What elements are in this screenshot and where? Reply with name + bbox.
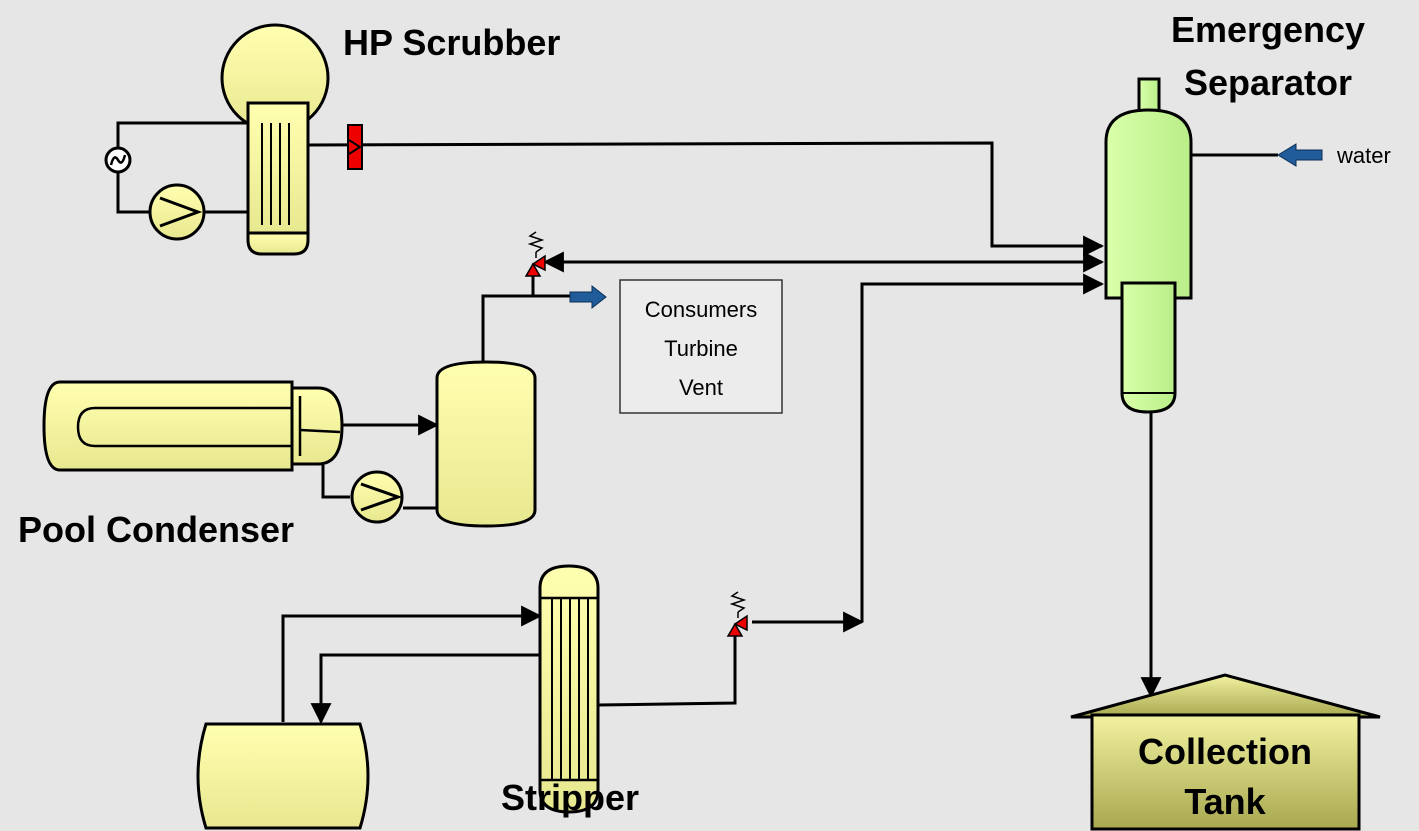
pipe-scrubber-loop-top: [116, 121, 248, 148]
collection-tank-label-line1: Collection: [1138, 731, 1312, 772]
hp-scrubber-bottom: [246, 231, 310, 256]
pool-condenser: [42, 380, 344, 472]
consumers-box: [619, 279, 783, 414]
water-inlet-arrow-icon: [1277, 143, 1323, 167]
pipe-stripper-feed: [281, 605, 543, 722]
stripper: [538, 564, 600, 814]
stripper-drum: [196, 722, 370, 830]
stripper-label: Stripper: [501, 777, 639, 818]
separator-lower-body: [1120, 281, 1177, 414]
pipe-stripper-return: [310, 653, 540, 725]
pipe-pump-to-condenser: [321, 465, 350, 499]
collection-tank-roof: [1070, 673, 1381, 719]
pool-condenser-label: Pool Condenser: [18, 509, 294, 550]
consumers-label-line3: Vent: [679, 375, 723, 400]
pipe-stripper-riser: [860, 273, 1105, 622]
pool-condenser-head: [290, 386, 344, 466]
pipe-scrubber-loop-bottom: [116, 172, 150, 214]
consumers-label-line2: Turbine: [664, 336, 738, 361]
consumers-arrow-icon: [569, 284, 607, 310]
pool-condenser-shell: [42, 380, 294, 472]
heat-exchanger-icon: [104, 146, 132, 174]
condenser-pump-icon: [350, 470, 404, 524]
collection-tank: [1070, 673, 1381, 831]
condenser-drum: [435, 360, 537, 528]
piping: [116, 121, 1278, 725]
water-label: water: [1336, 143, 1391, 168]
emergency-separator-label-line2: Separator: [1184, 62, 1352, 103]
scrubber-pump-icon: [148, 183, 206, 241]
collection-tank-label-line2: Tank: [1184, 781, 1266, 822]
emergency-separator: [1104, 77, 1193, 414]
pipe-stripper-outlet: [597, 635, 737, 707]
relief-valve-bottom-icon: [726, 591, 748, 637]
rupture-disk-icon: [347, 124, 363, 170]
separator-upper-body: [1104, 108, 1193, 300]
collection-tank-body: [1090, 713, 1361, 831]
hp-scrubber: [220, 23, 330, 256]
pipe-drum-riser: [481, 275, 535, 362]
hp-scrubber-label: HP Scrubber: [343, 22, 560, 63]
hp-scrubber-body: [246, 101, 310, 237]
consumers-label-line1: Consumers: [645, 297, 757, 322]
pipe-scrubber-to-separator: [307, 141, 1105, 257]
emergency-separator-label-line1: Emergency: [1171, 9, 1365, 50]
pool-condenser-tube: [76, 406, 302, 448]
relief-valve-top-icon: [524, 231, 546, 277]
